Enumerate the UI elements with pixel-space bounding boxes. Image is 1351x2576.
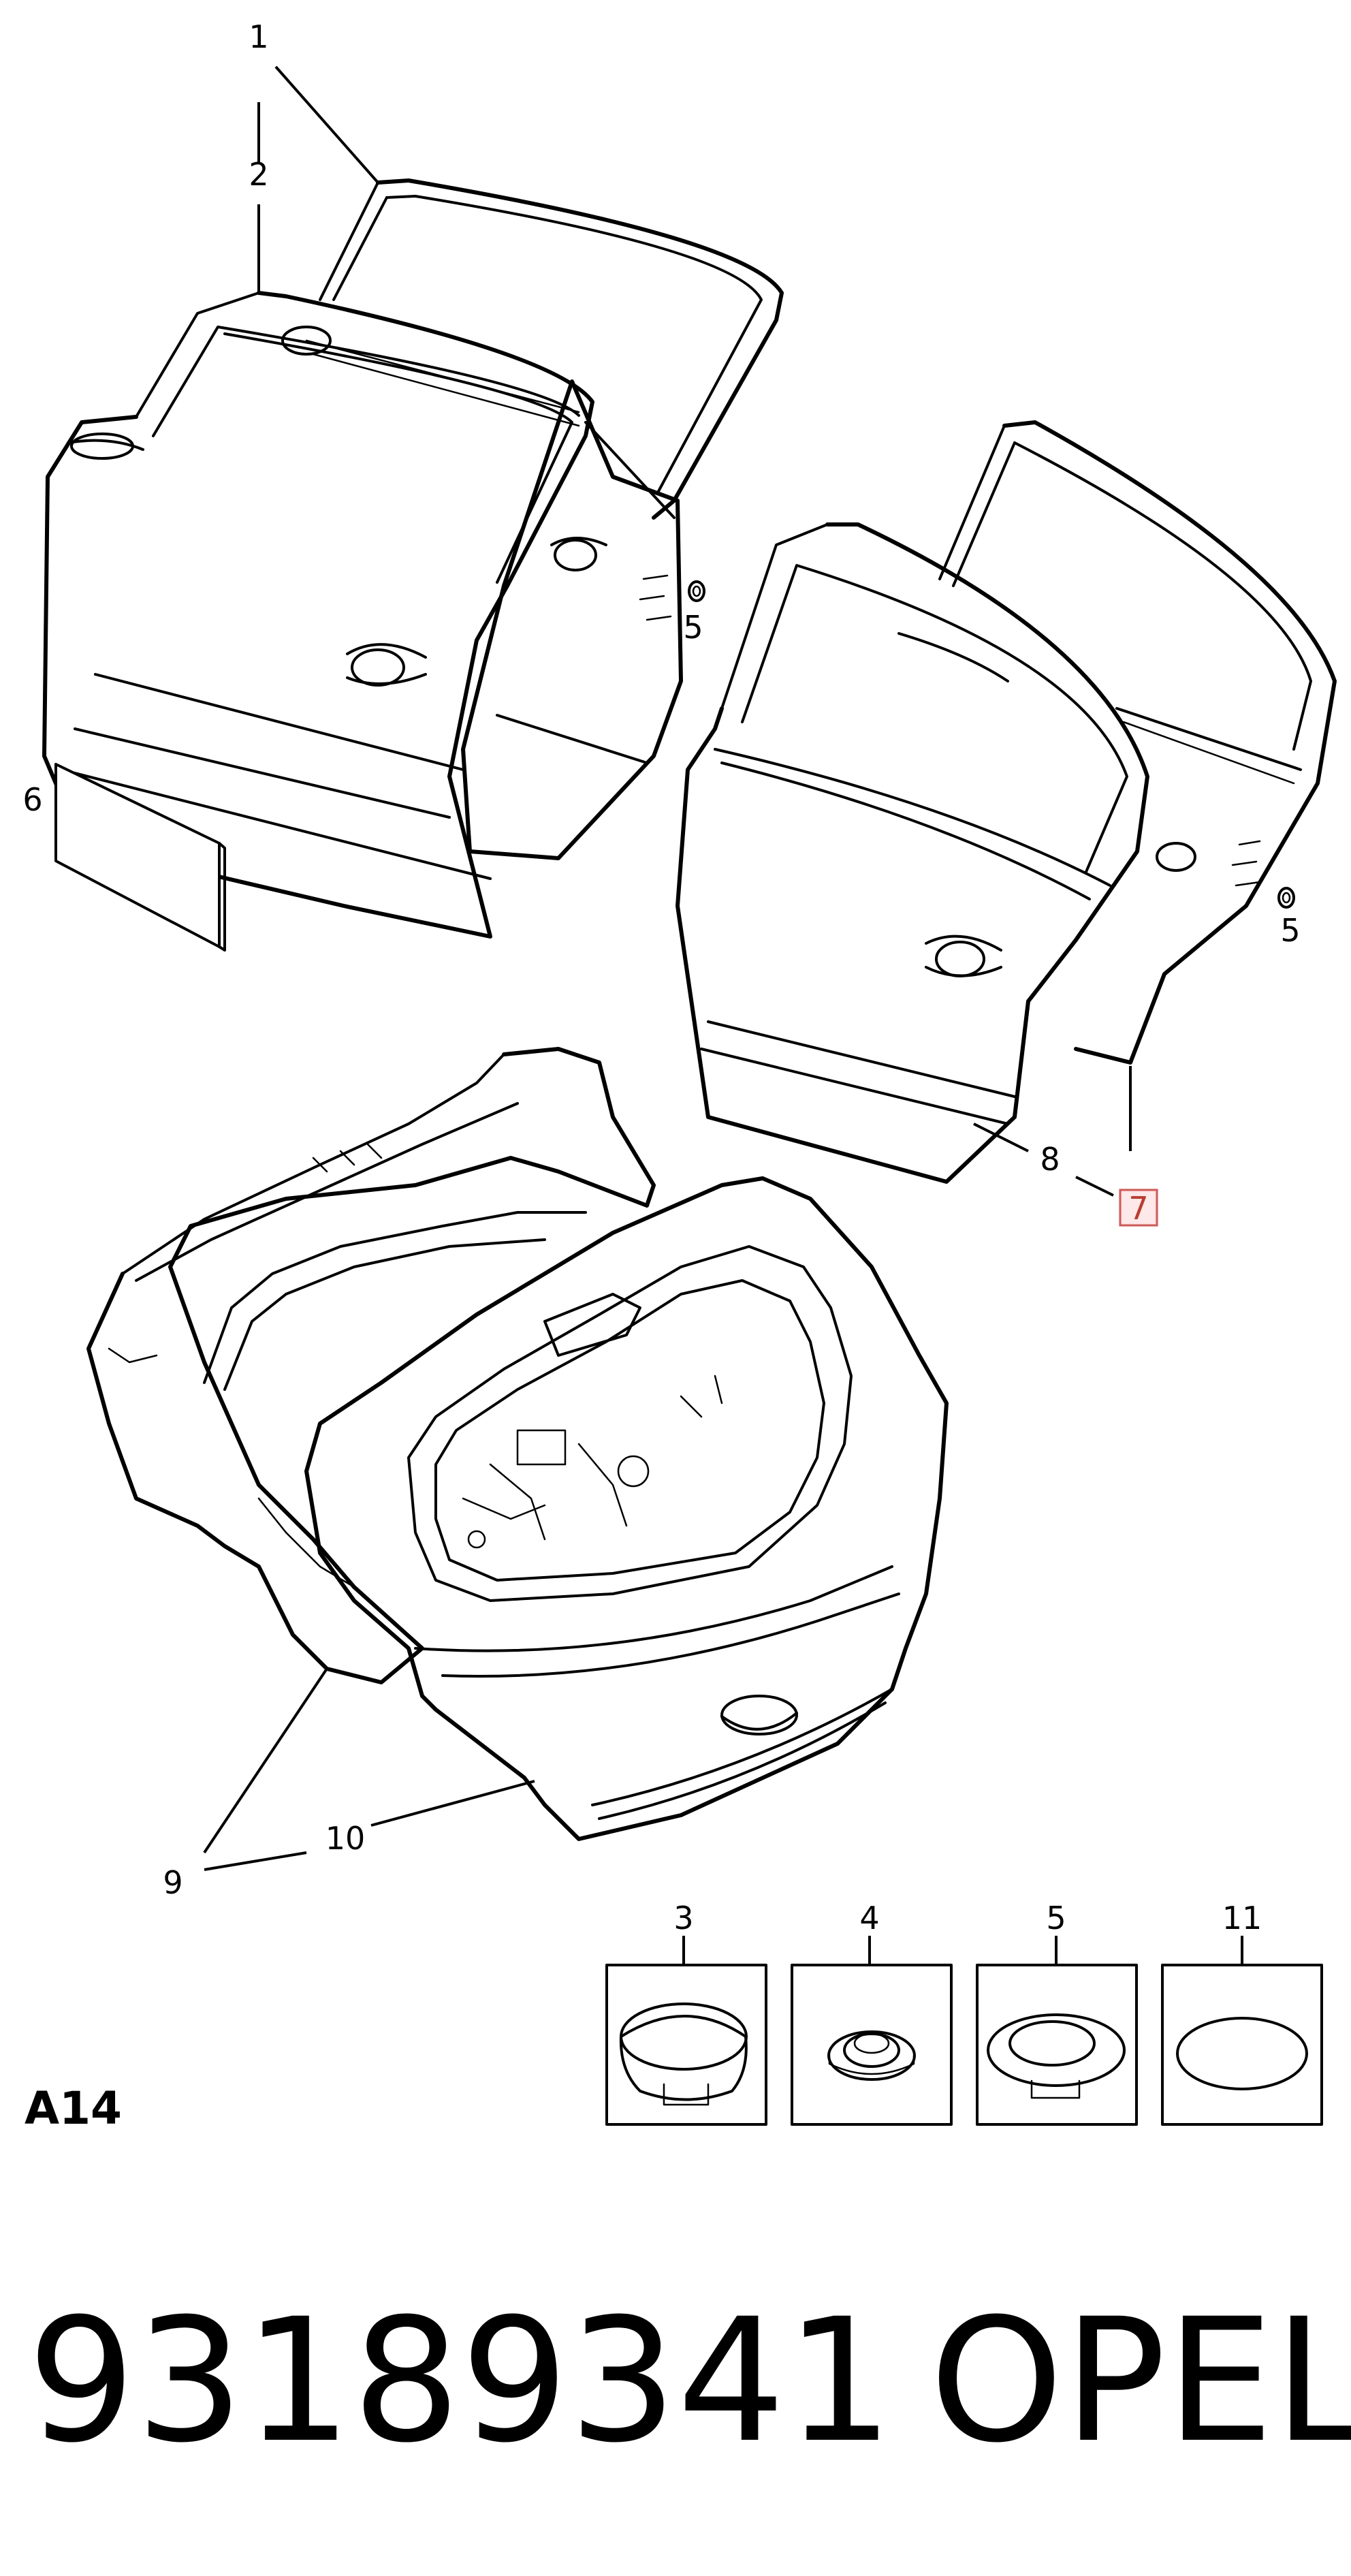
grommet-rear-illustration <box>1277 887 1295 909</box>
callout-8: 8 <box>1040 1141 1060 1178</box>
front-door-outer-illustration <box>319 178 784 860</box>
tailgate-frame-illustration <box>86 1047 656 1684</box>
callout-1: 1 <box>249 18 268 55</box>
leader-lines <box>203 65 1243 1965</box>
callout-4: 4 <box>859 1900 879 1936</box>
detail-box-5 <box>976 1964 1138 2126</box>
pad-illustration <box>54 763 226 952</box>
front-door-inner-illustration <box>42 291 594 939</box>
callout-3: 3 <box>673 1900 693 1936</box>
callout-10: 10 <box>325 1820 366 1857</box>
detail-box-4 <box>791 1964 953 2126</box>
tailgate-panel-illustration <box>304 1176 949 1841</box>
section-label: A14 <box>25 2082 122 2135</box>
callout-6: 6 <box>22 781 42 818</box>
callout-7: 7 <box>1128 1190 1148 1227</box>
callout-5-rear: 5 <box>1280 912 1300 949</box>
rear-door-inner-illustration <box>676 522 1149 1184</box>
callout-5-box: 5 <box>1046 1900 1066 1936</box>
callout-11: 11 <box>1222 1900 1262 1936</box>
callout-5-front: 5 <box>683 609 703 646</box>
callout-9: 9 <box>163 1864 182 1901</box>
rear-door-outer-illustration <box>938 420 1337 1065</box>
grommet-front-illustration <box>688 580 705 602</box>
part-number: 93189341 <box>27 2282 893 2480</box>
callout-2: 2 <box>249 156 268 193</box>
detail-box-3 <box>605 1964 767 2126</box>
callout-7-highlight <box>1119 1189 1158 1227</box>
brand-name: OPEL <box>929 2282 1351 2480</box>
detail-box-11 <box>1161 1964 1323 2126</box>
